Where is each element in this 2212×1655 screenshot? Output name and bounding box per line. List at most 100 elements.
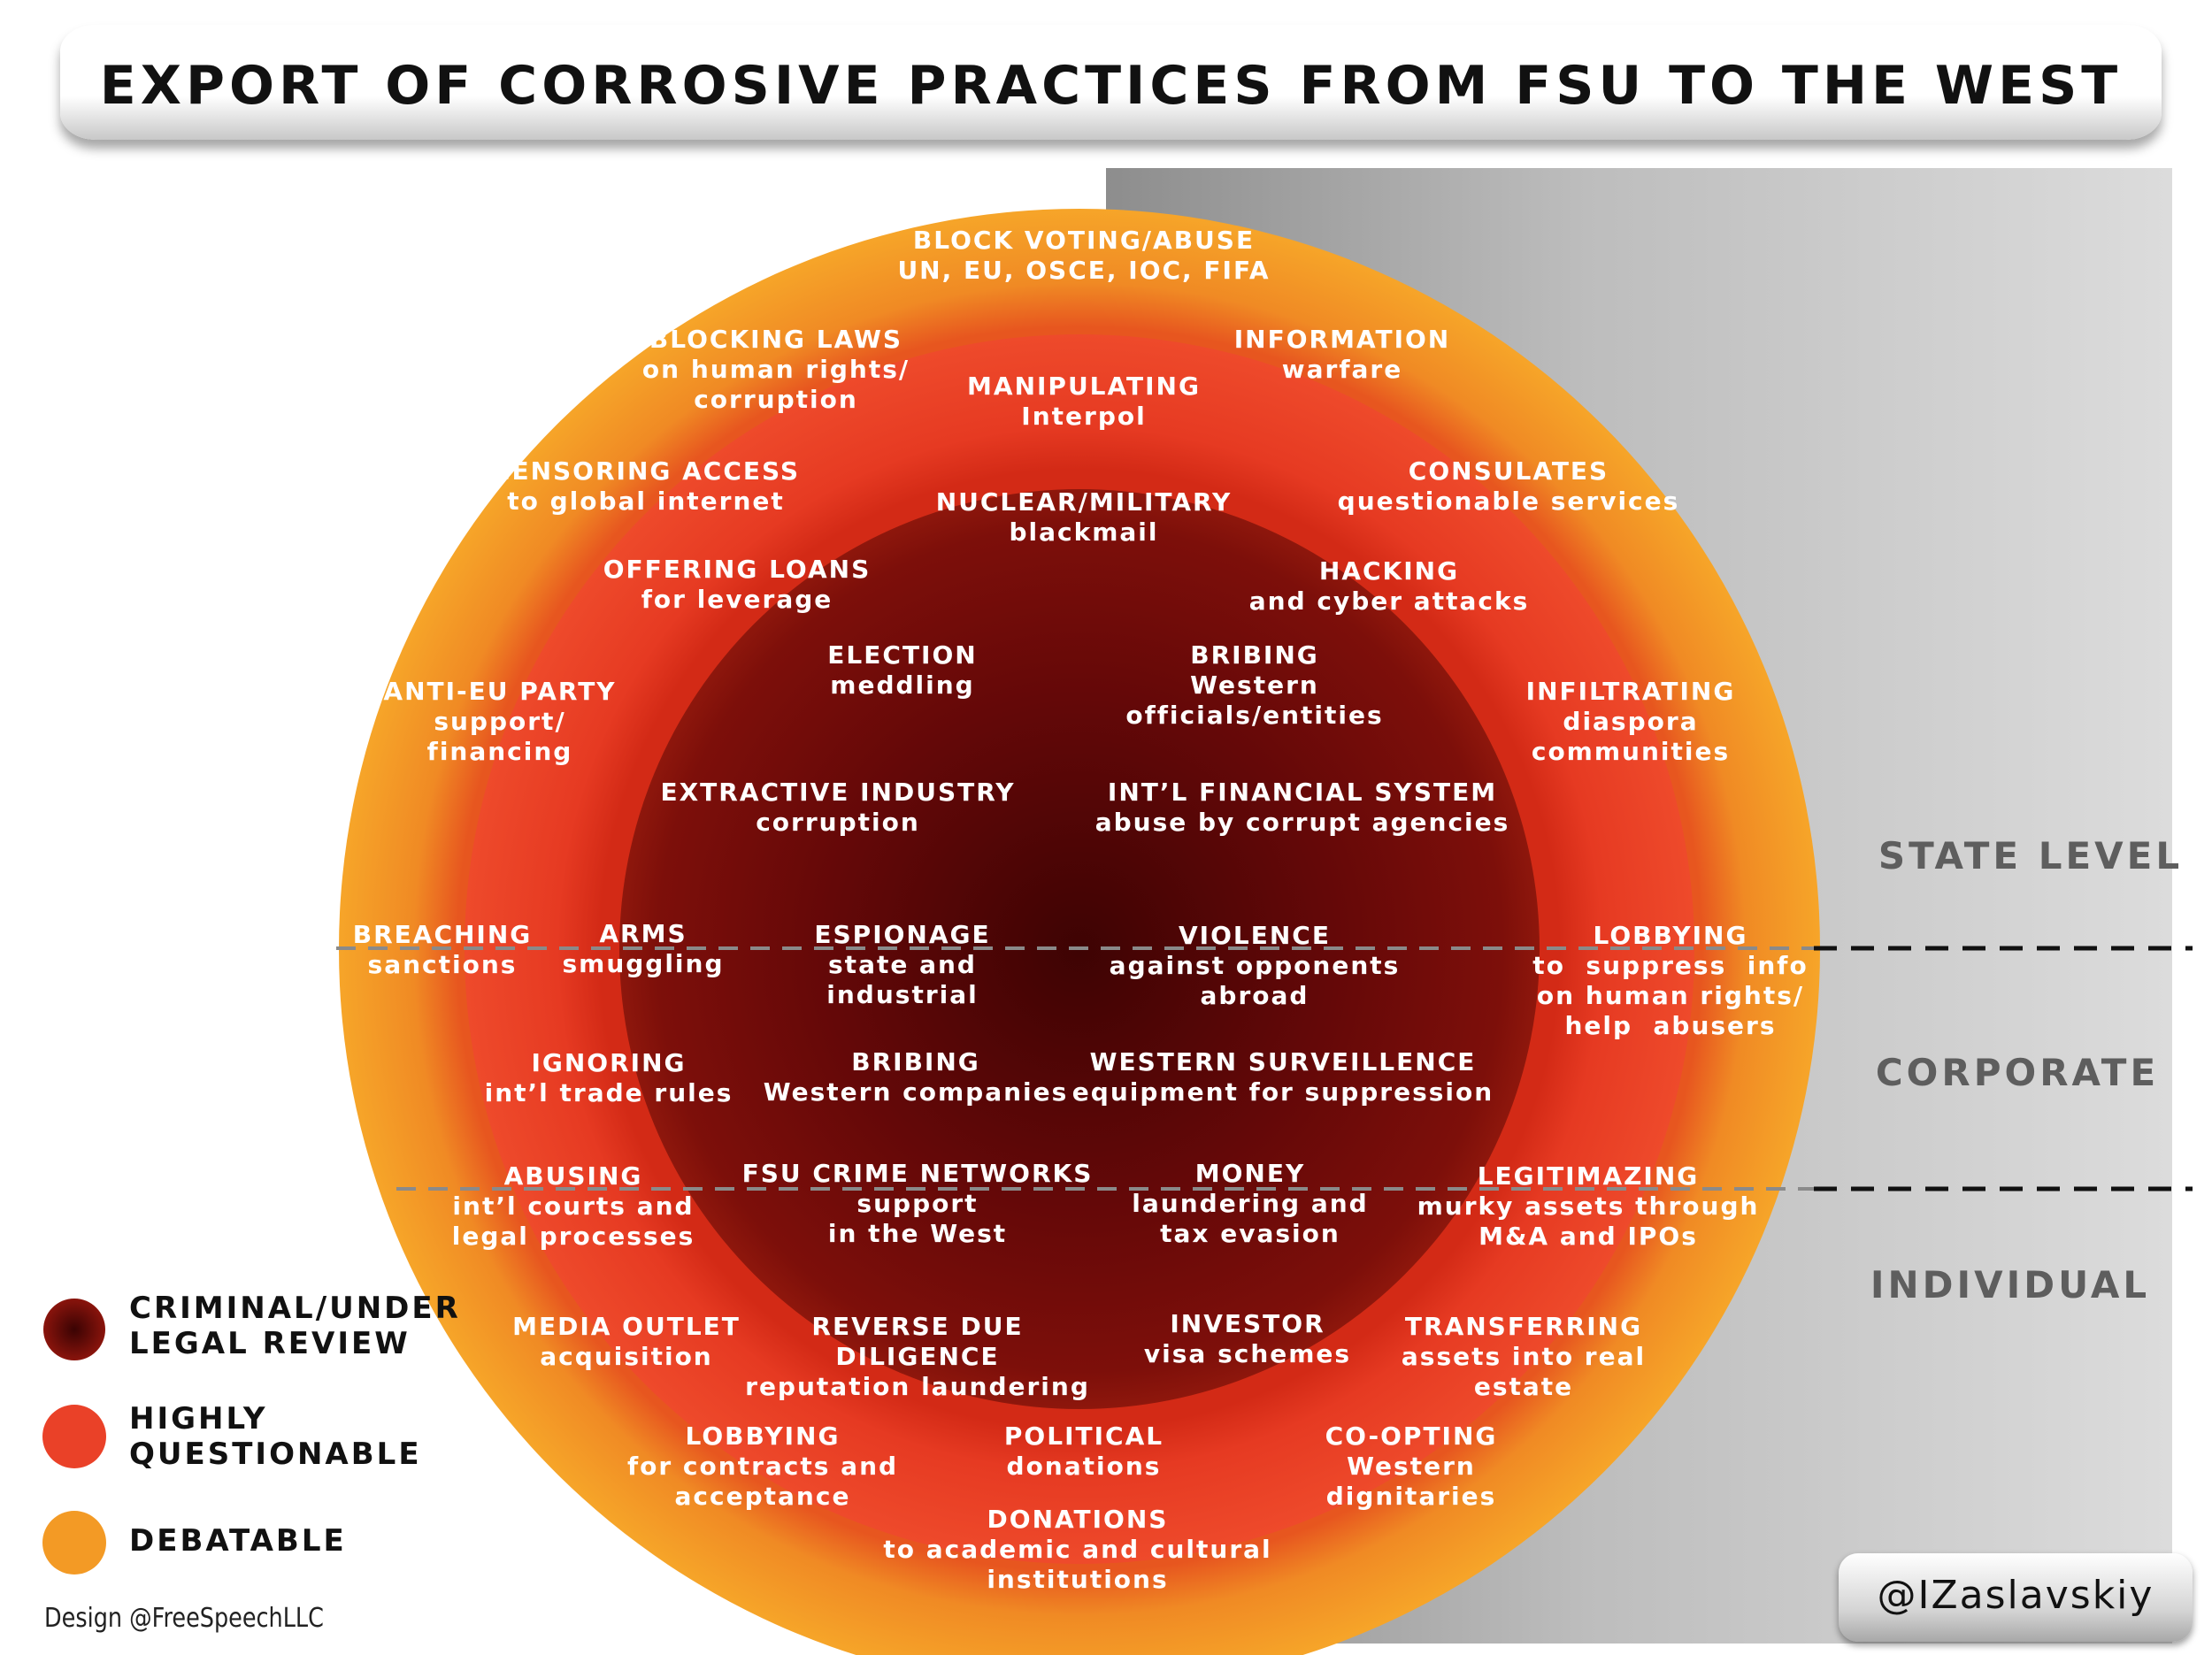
- practice-heading: WESTERN SURVEILLENCE: [1089, 1047, 1477, 1077]
- practice-detail: int’l courts and legal processes: [451, 1191, 695, 1251]
- practice-detail: acquisition: [540, 1342, 713, 1371]
- practice-detail: meddling: [830, 670, 975, 700]
- practice-heading: BLOCKING LAWS: [649, 325, 903, 354]
- practice-heading: IGNORING: [531, 1048, 687, 1077]
- practice-heading: INFILTRATING: [1525, 677, 1736, 706]
- practice-heading: MONEY: [1194, 1159, 1306, 1188]
- diagram-title: EXPORT OF CORROSIVE PRACTICES FROM FSU T…: [99, 55, 2123, 117]
- practice-heading: REVERSE DUE DILIGENCE: [811, 1312, 1024, 1371]
- title-banner: EXPORT OF CORROSIVE PRACTICES FROM FSU T…: [60, 25, 2162, 140]
- practice-detail: to suppress info on human rights/ help a…: [1532, 951, 1809, 1040]
- practice-detail: state and industrial: [826, 950, 979, 1009]
- practice-detail: smuggling: [562, 949, 725, 978]
- practice-detail: diaspora communities: [1531, 707, 1731, 766]
- practice-detail: questionable services: [1337, 487, 1680, 516]
- practice-detail: equipment for suppression: [1071, 1077, 1494, 1107]
- practice-heading: MANIPULATING: [967, 372, 1201, 401]
- practice-detail: donations: [1006, 1452, 1162, 1481]
- practice-detail: for contracts and acceptance: [626, 1452, 899, 1511]
- level-corporate: CORPORATE: [1875, 1051, 2160, 1094]
- practice-heading: OFFERING LOANS: [603, 555, 872, 584]
- practice-detail: laundering and tax evasion: [1132, 1189, 1369, 1248]
- practice-heading: ESPIONAGE: [814, 920, 991, 949]
- practice-detail: int’l trade rules: [484, 1078, 733, 1107]
- practice-heading: BREACHING: [352, 920, 533, 949]
- practice-detail: to global internet: [507, 487, 785, 516]
- practice-detail: support in the West: [827, 1189, 1008, 1248]
- author-handle: @IZaslavskiy: [1877, 1573, 2154, 1618]
- practice-detail: Interpol: [1021, 402, 1147, 431]
- practice-detail: visa schemes: [1143, 1339, 1352, 1368]
- practice-heading: INFORMATION: [1233, 325, 1451, 354]
- practice-detail: Western dignitaries: [1325, 1452, 1497, 1511]
- practice-heading: FSU CRIME NETWORKS: [741, 1159, 1094, 1188]
- practice-heading: BLOCK VOTING/ABUSE: [912, 226, 1256, 255]
- practice-heading: VIOLENCE: [1179, 921, 1331, 950]
- legend-dot-criminal: [43, 1299, 105, 1360]
- practice-heading: INVESTOR: [1170, 1309, 1325, 1338]
- practice-detail: corruption: [756, 808, 920, 837]
- practice-heading: TRANSFERRING: [1404, 1312, 1643, 1341]
- practice-heading: ABUSING: [503, 1161, 643, 1191]
- practice-heading: ANTI-EU PARTY: [383, 677, 617, 706]
- practice-heading: ARMS: [599, 919, 687, 948]
- practice-heading: EXTRACTIVE INDUSTRY: [660, 778, 1016, 807]
- practice-heading: INT’L FINANCIAL SYSTEM: [1107, 778, 1498, 807]
- legend-label: DEBATABLE: [129, 1523, 347, 1559]
- practice-heading: LOBBYING: [685, 1421, 841, 1451]
- practice-detail: sanctions: [367, 950, 518, 979]
- practice-heading: CO-OPTING: [1325, 1421, 1498, 1451]
- practice-detail: reputation laundering: [745, 1372, 1090, 1401]
- practice-detail: abuse by corrupt agencies: [1094, 808, 1510, 837]
- practice-heading: MEDIA OUTLET: [512, 1312, 741, 1341]
- legend-label: HIGHLY QUESTIONABLE: [129, 1401, 422, 1472]
- practice-detail: against opponents abroad: [1109, 951, 1401, 1010]
- practice-heading: LEGITIMAZING: [1477, 1161, 1700, 1191]
- practice-detail: UN, EU, OSCE, IOC, FIFA: [897, 256, 1271, 285]
- practice-detail: blackmail: [1009, 517, 1159, 547]
- practice-detail: on human rights/ corruption: [641, 355, 910, 414]
- design-credit: Design @FreeSpeechLLC: [44, 1603, 324, 1634]
- practice-heading: LOBBYING: [1593, 921, 1748, 950]
- practice-detail: Western officials/entities: [1125, 670, 1384, 730]
- author-handle-badge: @IZaslavskiy: [1839, 1553, 2193, 1642]
- practice-detail: and cyber attacks: [1248, 586, 1530, 616]
- practice-detail: assets into real estate: [1401, 1342, 1647, 1401]
- practice-heading: BRIBING: [1190, 640, 1319, 670]
- practice-heading: CENSORING ACCESS: [491, 456, 801, 486]
- legend-label: CRIMINAL/UNDER LEGAL REVIEW: [129, 1291, 461, 1361]
- practice-heading: NUCLEAR/MILITARY: [935, 487, 1233, 517]
- practice-detail: warfare: [1281, 355, 1403, 384]
